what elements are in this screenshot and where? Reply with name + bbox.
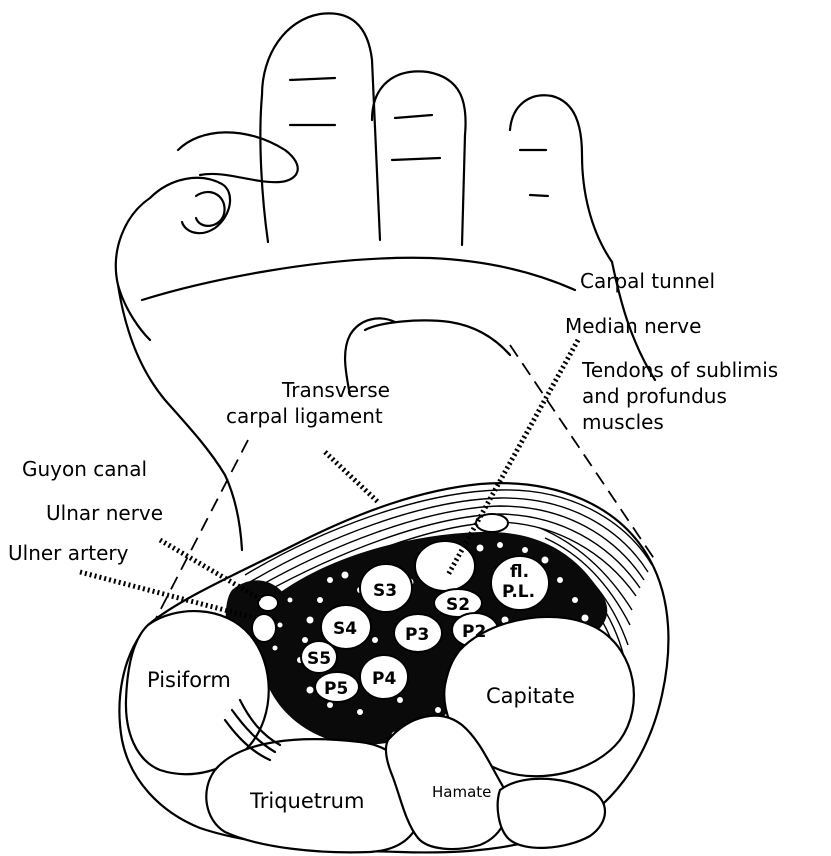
little-finger — [510, 95, 612, 262]
label-pisiform: Pisiform — [147, 668, 231, 692]
label-median-nerve: Median nerve — [565, 314, 701, 338]
label-ulner-artery: Ulner artery — [8, 541, 129, 565]
label-ulnar-nerve: Ulnar nerve — [46, 501, 163, 525]
label-s5: S5 — [307, 649, 331, 669]
label-tendons-1: Tendons of sublimis — [581, 358, 778, 382]
label-capitate: Capitate — [486, 684, 575, 708]
leader-transverse-ligament — [325, 452, 378, 502]
palm-crease — [142, 258, 575, 300]
label-tendons-3: muscles — [582, 410, 664, 434]
curled-index-finger — [116, 178, 230, 340]
label-carpal-tunnel: Carpal tunnel — [580, 269, 715, 293]
finger-crease-6 — [530, 195, 548, 196]
label-transverse-2: carpal ligament — [226, 404, 383, 428]
thumb-tip — [196, 192, 225, 226]
label-p5: P5 — [324, 679, 348, 699]
palm-left-edge — [118, 285, 225, 475]
finger-crease-3 — [395, 115, 432, 118]
thenar-crease — [365, 320, 510, 355]
label-guyon-canal: Guyon canal — [22, 457, 147, 481]
ring-finger — [178, 132, 298, 182]
finger-crease-4 — [392, 158, 440, 160]
tendon-median-large — [415, 541, 475, 591]
middle-finger-back — [260, 95, 268, 242]
label-s3: S3 — [373, 581, 397, 601]
label-triquetrum: Triquetrum — [249, 789, 364, 813]
label-transverse-1: Transverse — [281, 378, 390, 402]
ulnar-artery-shape — [252, 614, 276, 642]
label-p3: P3 — [405, 625, 429, 645]
finger-crease-1 — [290, 78, 335, 80]
label-fl: fl. — [510, 562, 529, 582]
leader-ulnar-nerve — [160, 540, 262, 600]
wrist-left — [225, 475, 242, 550]
label-p2: P2 — [462, 622, 486, 642]
label-s4: S4 — [333, 619, 357, 639]
label-p4: P4 — [372, 669, 396, 689]
label-pl: P.L. — [502, 582, 535, 602]
hand-outline — [116, 13, 655, 550]
lower-right-bone — [498, 779, 605, 848]
label-s2: S2 — [446, 595, 470, 615]
middle-finger — [262, 13, 380, 240]
label-tendons-2: and profundus — [582, 384, 727, 408]
label-hamate: Hamate — [432, 783, 491, 801]
